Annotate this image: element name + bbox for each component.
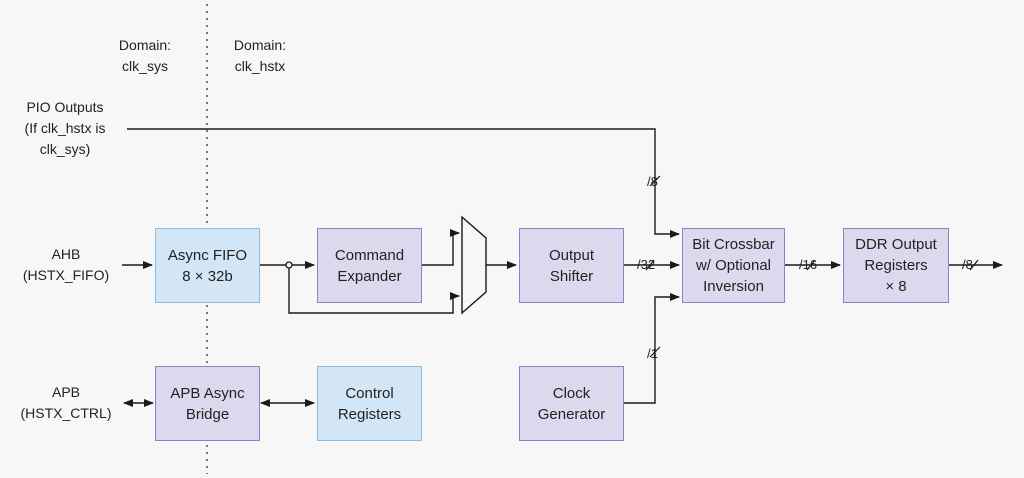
- bit-crossbar-block: Bit Crossbar w/ Optional Inversion: [682, 228, 785, 303]
- async-fifo-block: Async FIFO 8 × 32b: [155, 228, 260, 303]
- shifter-bus-tick: [645, 259, 655, 271]
- mux-symbol: [461, 215, 487, 315]
- clock-generator-block: Clock Generator: [519, 366, 624, 441]
- crossbar-bus-tick: [806, 259, 816, 271]
- branch-node: [285, 261, 293, 269]
- pio-bus-width-label: /8: [647, 174, 658, 189]
- fifo-bypass-wire: [288, 265, 460, 314]
- clock-bus-tick: [649, 346, 661, 358]
- clock-bus-width-label: /1: [647, 346, 658, 361]
- ahb-label: AHB (HSTX_FIFO): [22, 246, 110, 283]
- output-shifter-block: Output Shifter: [519, 228, 624, 303]
- apb-label: APB (HSTX_CTRL): [20, 384, 112, 421]
- pio-bus-tick: [649, 175, 661, 187]
- expander-mux-wire: [422, 229, 460, 266]
- ddr-bus-tick: [969, 259, 979, 271]
- pio-wire: [127, 128, 680, 238]
- ddr-output-registers-block: DDR Output Registers × 8: [843, 228, 949, 303]
- domain-sys-label: Domain: clk_sys: [118, 37, 172, 74]
- command-expander-block: Command Expander: [317, 228, 422, 303]
- control-registers-block: Control Registers: [317, 366, 422, 441]
- shifter-bus-width-label: /32: [637, 257, 656, 272]
- ddr-bus-width-label: /8: [962, 257, 973, 272]
- pio-outputs-label: PIO Outputs (If clk_hstx is clk_sys): [24, 99, 106, 157]
- clock-wire: [624, 293, 680, 404]
- crossbar-bus-width-label: /16: [799, 257, 818, 272]
- apb-async-bridge-block: APB Async Bridge: [155, 366, 260, 441]
- domain-hstx-label: Domain: clk_hstx: [233, 37, 287, 74]
